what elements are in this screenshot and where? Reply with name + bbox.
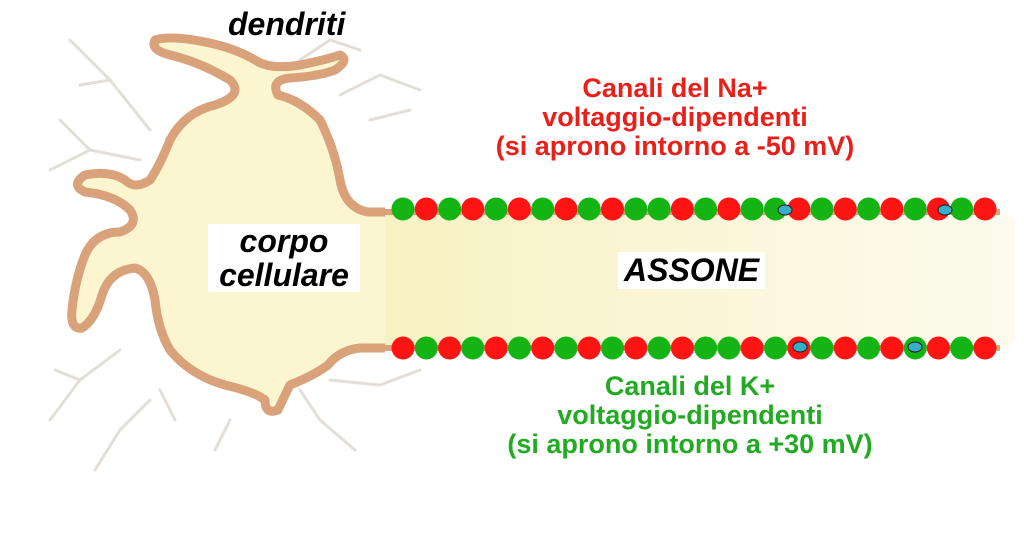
na-channel — [577, 336, 601, 360]
na-channel — [787, 197, 811, 221]
na-channel — [833, 197, 857, 221]
na-channel — [414, 197, 438, 221]
faint-dendrites — [48, 38, 422, 472]
k-channel — [857, 197, 881, 221]
k-channel — [764, 336, 787, 360]
k-channel — [484, 197, 508, 221]
k-channel — [950, 197, 974, 221]
k-caption-line2: voltaggio-dipendenti — [557, 400, 823, 430]
na-channel — [926, 336, 950, 360]
k-channel-caption: Canali del K+ voltaggio-dipendenti (si a… — [440, 372, 940, 459]
k-channel — [601, 336, 624, 360]
na-channel — [670, 336, 694, 360]
bottom-channel-row — [391, 336, 997, 360]
k-channel — [531, 197, 555, 221]
k-channel — [647, 336, 671, 360]
k-channel — [857, 336, 881, 360]
k-channel — [554, 336, 578, 360]
k-channel — [461, 336, 485, 360]
k-channel — [414, 336, 438, 360]
na-channel — [391, 336, 415, 360]
k-channel — [950, 336, 974, 360]
na-channel — [484, 336, 508, 360]
na-channel — [670, 197, 694, 221]
na-channel — [973, 197, 997, 221]
cell-body-label-line2: cellulare — [208, 258, 360, 292]
k-channel — [740, 197, 764, 221]
k-channel — [391, 197, 415, 221]
k-channel — [810, 336, 834, 360]
na-channel — [507, 197, 531, 221]
top-channel-row — [391, 197, 997, 221]
na-caption-line1: Canali del Na+ — [582, 73, 768, 103]
na-channel — [740, 336, 764, 360]
k-channel — [694, 336, 718, 360]
na-caption-line2: voltaggio-dipendenti — [542, 102, 808, 132]
dendrites-label: dendriti — [228, 6, 346, 42]
k-caption-line1: Canali del K+ — [604, 371, 776, 401]
cell-body-label: corpo cellulare — [208, 224, 360, 292]
k-channel — [694, 197, 718, 221]
k-channel — [810, 197, 834, 221]
na-channel-caption: Canali del Na+ voltaggio-dipendenti (si … — [440, 74, 910, 161]
k-caption-line3: (si aprono intorno a +30 mV) — [507, 429, 873, 459]
k-channel — [438, 197, 462, 221]
axon-label: ASSONE — [618, 252, 766, 289]
na-channel — [601, 197, 624, 221]
na-channel — [531, 336, 555, 360]
na-channel — [833, 336, 857, 360]
k-channel — [507, 336, 531, 360]
na-channel — [880, 197, 904, 221]
k-channel — [647, 197, 671, 221]
na-channel — [461, 197, 485, 221]
k-channel — [717, 336, 741, 360]
cell-body-label-line1: corpo — [208, 224, 360, 258]
na-channel — [624, 336, 648, 360]
k-channel — [903, 197, 927, 221]
na-caption-line3: (si aprono intorno a -50 mV) — [495, 131, 855, 161]
small-channels — [777, 204, 953, 353]
na-channel — [717, 197, 741, 221]
na-channel — [554, 197, 578, 221]
na-channel — [880, 336, 904, 360]
k-channel — [624, 197, 648, 221]
na-channel — [973, 336, 997, 360]
na-channel — [438, 336, 462, 360]
k-channel — [577, 197, 601, 221]
